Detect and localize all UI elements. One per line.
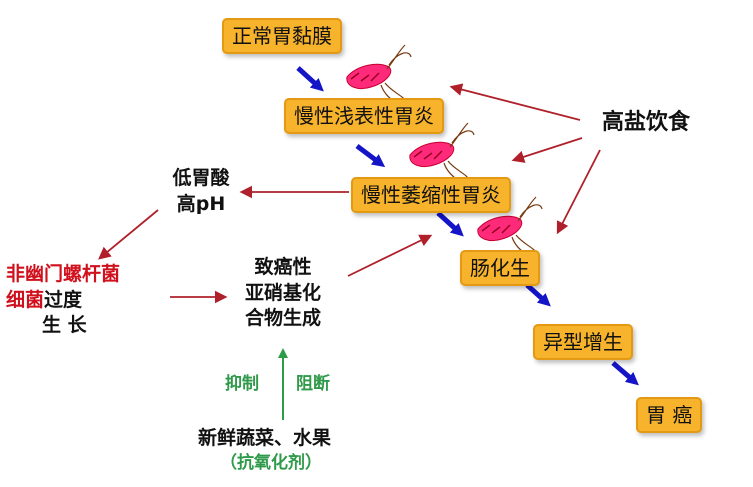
progression-arrow-1 xyxy=(296,66,324,92)
high-salt-diet-label: 高盐饮食 xyxy=(602,110,691,135)
bacteria-line2-red: 细菌 xyxy=(6,288,45,311)
nitrosamine-formation-label: 致癌性 亚硝基化 合物生成 xyxy=(230,255,336,332)
low-acid-to-bacteria-arrow xyxy=(98,209,159,260)
helicobacter-bacterium-icon xyxy=(346,44,412,110)
vegetables-fruits-label: 新鲜蔬菜、水果 xyxy=(198,427,332,449)
antioxidant-label: （抗氧化剂） xyxy=(220,453,322,473)
stage-chronic-superficial-gastritis: 慢性浅表性胃炎 xyxy=(284,98,444,134)
nitrosamine-line1: 致癌性 xyxy=(254,256,312,278)
helicobacter-bacterium-icon xyxy=(409,122,475,188)
stage-intestinal-metaplasia: 肠化生 xyxy=(460,250,540,286)
salt-arrow-to-atrophic xyxy=(511,137,583,163)
inhibit-label: 抑制 xyxy=(225,374,259,394)
helicobacter-bacterium-icon xyxy=(477,196,543,262)
progression-arrow-4 xyxy=(525,283,551,307)
stage-dysplasia: 异型增生 xyxy=(533,324,633,360)
progression-arrow-5 xyxy=(611,361,639,386)
bacteria-line3: 生 长 xyxy=(42,314,87,337)
bacteria-line1: 非幽门螺杆菌 xyxy=(6,263,121,285)
bacteria-overgrowth-label: 非幽门螺杆菌 细菌过度 生 长 xyxy=(6,262,120,339)
salt-arrow-to-metaplasia xyxy=(556,149,601,235)
progression-arrow-2 xyxy=(355,144,386,168)
nitrosamine-to-metaplasia-arrow xyxy=(347,234,433,277)
stage-normal-mucosa: 正常胃黏膜 xyxy=(222,18,342,54)
stage-gastric-cancer: 胃 癌 xyxy=(636,397,703,433)
stage-chronic-atrophic-gastritis: 慢性萎缩性胃炎 xyxy=(351,177,511,213)
low-acid-line1: 低胃酸 xyxy=(172,167,230,189)
nitrosamine-line2: 亚硝基化 xyxy=(244,281,321,304)
salt-arrow-to-superficial xyxy=(449,83,581,121)
low-acid-line2: 高pH xyxy=(176,192,226,215)
nitrosamine-line3: 合物生成 xyxy=(244,307,321,330)
progression-arrow-3 xyxy=(436,211,464,237)
low-acid-label: 低胃酸 高pH xyxy=(165,166,237,217)
bacteria-line2-black: 过度 xyxy=(44,288,83,311)
block-label: 阻断 xyxy=(296,374,330,394)
